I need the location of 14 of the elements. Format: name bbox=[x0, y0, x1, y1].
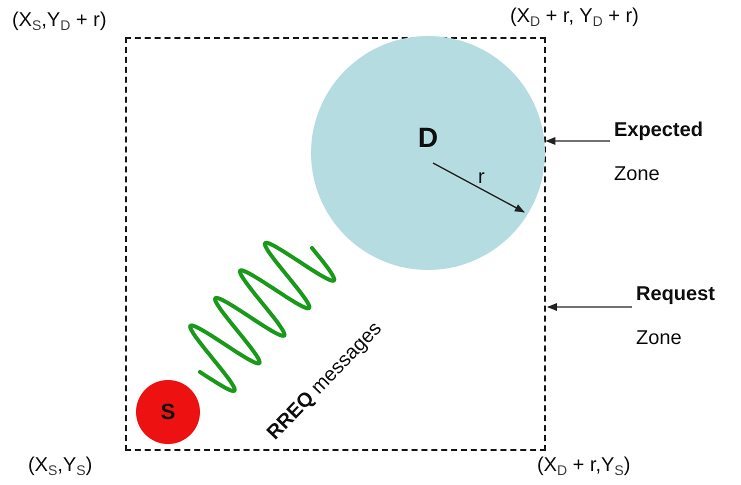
corner-coordinate: (X$_{D}$ + r,Y$_{S}$) bbox=[537, 453, 630, 479]
corner-coordinate: (X$_{S}$,Y$_{S}$) bbox=[28, 453, 92, 479]
zone-word: Zone bbox=[614, 162, 661, 186]
leader-arrow bbox=[545, 137, 610, 145]
zone-word: Zone bbox=[636, 326, 683, 350]
request-zone-boundary bbox=[125, 37, 546, 451]
corner-coordinate: (X$_{S}$,Y$_{D}$ + r) bbox=[12, 8, 106, 34]
node-letter: D bbox=[416, 124, 440, 152]
leader-arrow bbox=[547, 303, 632, 311]
zone-title: Request bbox=[636, 282, 716, 306]
corner-coordinate: (X$_{D}$ + r, Y$_{D}$ + r) bbox=[510, 4, 639, 30]
node-letter: S bbox=[160, 401, 176, 423]
radius-label: r bbox=[478, 165, 485, 189]
zone-title: Expected bbox=[614, 118, 704, 142]
